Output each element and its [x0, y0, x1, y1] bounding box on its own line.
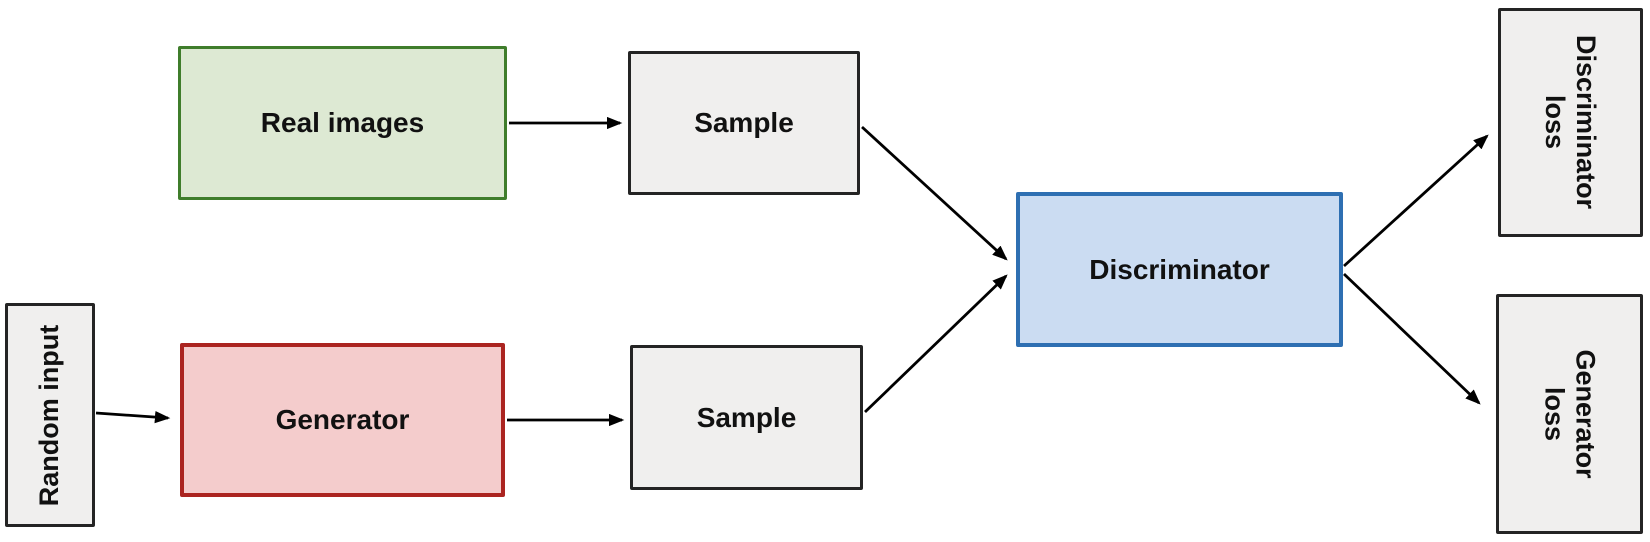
node-label-line1: Discriminator: [1571, 35, 1602, 210]
node-label-line2: loss: [1540, 95, 1571, 150]
node-label: Discriminator: [1089, 253, 1270, 285]
node-real-images: Real images: [178, 46, 507, 200]
node-generator: Generator: [180, 343, 505, 497]
node-discriminator-loss: Discriminator loss: [1498, 8, 1643, 237]
edge-sample-to-discriminator-top: [861, 125, 1008, 261]
edge-sample-to-discriminator-bottom: [864, 274, 1008, 414]
node-label: Generator: [275, 404, 410, 435]
node-sample-generated: Sample: [630, 345, 863, 490]
node-label: Random input: [34, 324, 65, 506]
node-random-input: Random input: [5, 303, 95, 527]
node-sample-real: Sample: [628, 51, 860, 195]
edge-random-input-to-generator: [95, 410, 171, 424]
node-discriminator: Discriminator: [1016, 192, 1343, 347]
node-label: Sample: [696, 401, 797, 433]
node-label: Discriminator loss: [1539, 35, 1602, 210]
node-label-line1: Generator: [1570, 349, 1601, 479]
edge-discriminator-to-discriminator-loss: [1343, 134, 1489, 268]
node-label: Real images: [260, 107, 425, 138]
node-generator-loss: Generator loss: [1496, 294, 1643, 534]
edge-discriminator-to-generator-loss: [1343, 272, 1481, 405]
node-label-line2: loss: [1539, 386, 1570, 442]
node-label: Generator loss: [1538, 349, 1600, 478]
node-label: Sample: [694, 107, 794, 138]
